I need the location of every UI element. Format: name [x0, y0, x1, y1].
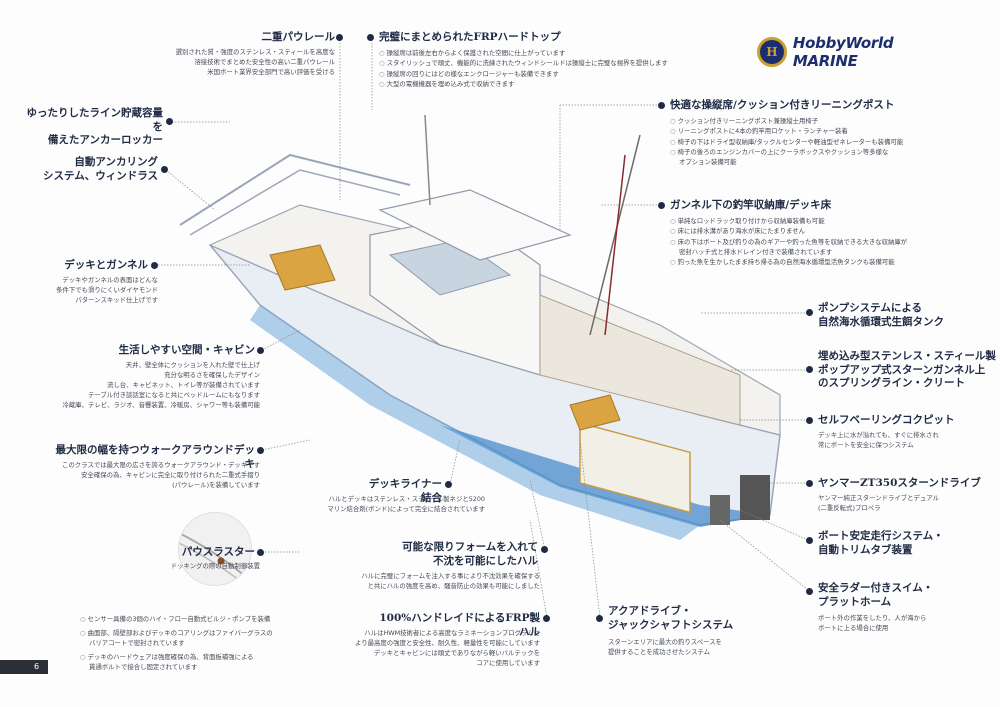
rod-storage-dot [658, 202, 665, 209]
cabin-title: 生活しやすい空間・キャビン [118, 344, 255, 356]
self-bailing-dot [806, 417, 813, 424]
trim-title: ボート安定走行システム・ 自動トリムタブ装置 [818, 530, 944, 556]
walkaround-dot [257, 447, 264, 454]
yanmar-dot [806, 480, 813, 487]
handlaid-dot [543, 615, 550, 622]
double-rail-dot [336, 34, 343, 41]
swim-platform-title: 安全ラダー付きスイム・ プラットホーム [818, 582, 934, 608]
deck-gunwale-title: デッキとガンネル [64, 259, 148, 271]
handlaid-title: 100%ハンドレイドによるFRP製ハル [379, 612, 540, 638]
self-bailing-desc: デッキ上に水が溢れても、すぐに排水され 常にボートを安全に保つシステム [818, 431, 939, 449]
bottom-notes: ○ センサー具備の3個のハイ・フロー自動式ビルジ・ポンプを装備 ○ 曲面部、隔壁… [80, 615, 273, 671]
walkaround-title: 最大限の幅を持つウォークアラウンドデッキ [55, 444, 256, 470]
aqua-drive-desc: スターンエリアに最大の釣りスペースを 提供することを成功させたシステム [608, 638, 722, 656]
brand-logo: H HobbyWorld MARINE [757, 34, 962, 70]
pump-dot [806, 309, 813, 316]
frp-hardtop-list: 操縦席は前後左右からよく保護された空間に仕上がっています スタイリッシュで頑丈、… [379, 48, 709, 89]
deck-gunwale-desc: デッキやガンネルの表面はどんな 条件下でも滑りにくいダイヤモンド パターンスキッ… [56, 276, 158, 304]
swim-platform-desc: ボート外の作業をしたり、人が海から ボートに上る場合に使用 [818, 614, 927, 632]
bow-thruster-desc: ドッキングの際の自動制御装置 [170, 562, 260, 570]
bow-thruster-dot [257, 549, 264, 556]
helm-seat-list: クッション付きリーニングポスト兼操縦士用椅子 リーニングポストに4本の釣竿用ロケ… [670, 116, 970, 167]
yanmar-title: ヤンマーZT350スターンドライブ [818, 477, 981, 489]
unsinkable-title: 可能な限りフォームを入れて 不沈を可能にしたハル [402, 541, 538, 567]
deck-liner-dot [445, 481, 452, 488]
walkaround-desc: このクラスでは最大限の広さを誇るウォークアラウンド・デッキです 安全確保の為、キ… [62, 461, 260, 489]
deck-liner-desc: ハルとデッキはステンレス・スティール製ネジと5200 マリン結合剤(ボンド)によ… [327, 495, 485, 513]
cabin-dot [257, 347, 264, 354]
double-rail-title: 二重パウレール [261, 31, 336, 43]
aqua-drive-title: アクアドライブ・ ジャックシャフトシステム [608, 605, 734, 631]
helm-seat-title: 快適な操縦席/クッション付きリーニングポスト [670, 99, 895, 111]
brand-name: HobbyWorld MARINE [792, 34, 894, 70]
bow-thruster-inset [178, 512, 252, 586]
trim-dot [806, 537, 813, 544]
unsinkable-dot [541, 546, 548, 553]
auto-anchoring-dot [161, 166, 168, 173]
auto-anchoring-title: 自動アンカリング システム、ウィンドラス [43, 156, 158, 182]
deck-gunwale-dot [151, 262, 158, 269]
swim-platform-dot [806, 588, 813, 595]
frp-hardtop-title: 完璧にまとめられたFRPハードトップ [379, 31, 561, 43]
frp-hardtop-dot [367, 34, 374, 41]
unsinkable-desc: ハルに完璧にフォームを注入する事により不沈効果を確保する と共にハルの強度を高め… [361, 572, 540, 590]
rod-storage-list: 単純なロッドラック取り付けから収納庫装備も可能 床には排水溝があり海水が床にたま… [670, 216, 990, 267]
bow-thruster-title: パウスラスター [181, 546, 255, 558]
rod-holder-title: 埋め込み型ステンレス・スティール製 ポップアップ式スターンガンネル上 のスプリン… [818, 350, 996, 390]
rod-holder-dot [806, 366, 813, 373]
brand-badge-icon: H [757, 37, 787, 67]
aqua-drive-dot [596, 615, 603, 622]
boat-illustration [179, 114, 781, 540]
anchor-locker-title: ゆったりしたライン貯蔵容量を 備えたアンカーロッカー [26, 107, 164, 147]
double-rail-desc: 選別された質・強度のステンレス・スティールを高度な 溶接技術でまとめた安全性の高… [175, 48, 335, 76]
page-number: 6 [0, 660, 48, 674]
helm-seat-dot [658, 102, 665, 109]
cabin-desc: 天井、壁全体にクッションを入れた壁で仕上げ 充分な明るさを確保したデザイン 流し… [62, 361, 260, 409]
handlaid-desc: ハルはHWM技術者による高度なラミネーションプログラムに より最高度の強度と安全… [354, 629, 540, 667]
pump-title: ポンプシステムによる 自然海水循環式生餌タンク [818, 302, 944, 328]
deck-liner-title: デッキライナー結合 [368, 478, 442, 504]
rod-storage-title: ガンネル下の釣竿収納庫/デッキ床 [670, 199, 832, 211]
self-bailing-title: セルフベーリングコクピット [818, 414, 955, 426]
anchor-locker-dot [166, 118, 173, 125]
yanmar-desc: ヤンマー純正スターンドライブとデュアル (二重反転式)プロペラ [818, 494, 939, 512]
